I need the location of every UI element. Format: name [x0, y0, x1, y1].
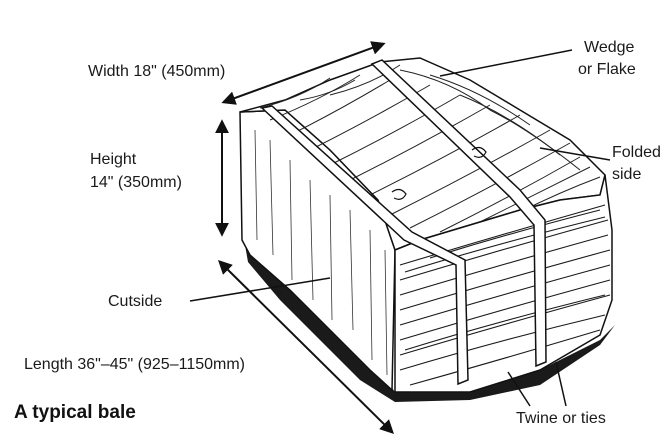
cutside-label: Cutside [108, 292, 162, 312]
length-label: Length 36"–45" (925–1150mm) [24, 355, 245, 375]
twine-label: Twine or ties [516, 409, 606, 429]
height-label-line1: Height [90, 150, 136, 170]
width-label: Width 18" (450mm) [88, 62, 225, 82]
figure-caption: A typical bale [14, 402, 136, 424]
height-label-line2: 14" (350mm) [90, 173, 182, 193]
wedge-leader [440, 50, 572, 76]
wedge-label-line2: or Flake [578, 60, 636, 80]
folded-label-line1: Folded [612, 143, 661, 163]
folded-label-line2: side [612, 165, 641, 185]
wedge-label-line1: Wedge [584, 38, 634, 58]
